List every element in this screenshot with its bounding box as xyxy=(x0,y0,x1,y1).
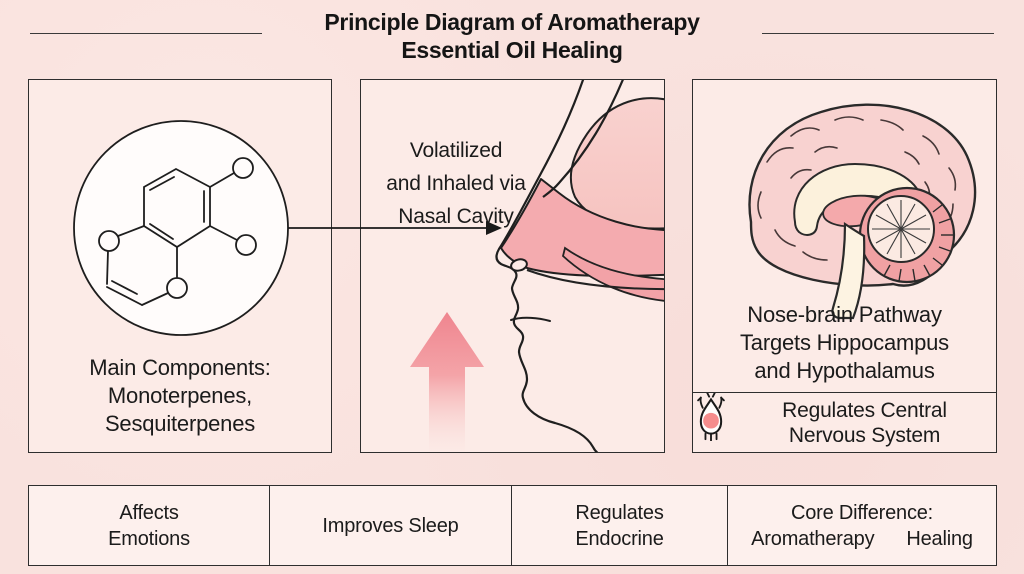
neuron-icon xyxy=(697,393,725,441)
inhalation-label: Volatilized and Inhaled via Nasal Cavity xyxy=(363,134,549,233)
page-title-line2: Essential Oil Healing xyxy=(401,37,623,63)
footer-term-aromatherapy: Aromatherapy xyxy=(751,527,875,550)
cerebellum-ridges xyxy=(883,204,953,282)
brain-illustration xyxy=(748,103,977,320)
face-outline xyxy=(495,80,599,452)
caption-line: Monoterpenes, xyxy=(107,383,253,408)
palate-line xyxy=(526,269,664,291)
nostril xyxy=(510,258,528,272)
caption-line: Nose-brain Pathway xyxy=(747,302,942,327)
footer-line: Emotions xyxy=(108,527,190,550)
footer-cell-core-difference: Core Difference: Aromatherapy Healing xyxy=(728,486,996,565)
caption-line: and Hypothalamus xyxy=(754,358,935,383)
footer-term-healing: Healing xyxy=(906,527,973,550)
footer-line: Regulates xyxy=(575,501,664,524)
caption-line: Nervous System xyxy=(788,424,941,447)
panel-brain-pathway: Nose-brain Pathway Targets Hippocampus a… xyxy=(692,79,997,453)
footer-line: Improves Sleep xyxy=(322,514,459,537)
cerebellum-folia xyxy=(872,200,930,258)
footer-line: Core Difference: xyxy=(790,501,934,524)
molecule-structure-illustration xyxy=(73,120,289,336)
benefits-bar: Affects Emotions Improves Sleep Regulate… xyxy=(28,485,997,566)
title-rule-right xyxy=(762,33,994,34)
caption-line: Targets Hippocampus xyxy=(740,330,949,355)
caption-line: Regulates Central xyxy=(782,399,947,422)
main-components-caption: Main Components: Monoterpenes, Sesquiter… xyxy=(29,354,331,438)
footer-cell-affects-emotions: Affects Emotions xyxy=(29,486,270,565)
caption-line: Main Components: xyxy=(89,355,271,380)
brainstem xyxy=(831,221,866,320)
footer-line: Aromatherapy Healing xyxy=(751,526,973,552)
nasopharynx-shape xyxy=(561,246,664,302)
footer-cell-regulates-endocrine: Regulates Endocrine xyxy=(512,486,728,565)
face-profile-illustration xyxy=(410,80,664,452)
title-rule-left xyxy=(30,33,262,34)
label-line: Nasal Cavity xyxy=(398,205,514,228)
nasal-cavity-shape xyxy=(500,178,664,277)
panel-nasal-inhalation: Volatilized and Inhaled via Nasal Cavity xyxy=(360,79,665,453)
label-line: Volatilized xyxy=(409,139,503,162)
mouth-line xyxy=(510,316,551,322)
footer-line: Affects xyxy=(119,501,179,524)
brain-gyri xyxy=(757,116,957,261)
panel-main-components: Main Components: Monoterpenes, Sesquiter… xyxy=(28,79,332,453)
cns-caption: Regulates Central Nervous System xyxy=(733,398,996,448)
flow-arrow-icon xyxy=(288,221,502,235)
skull-line xyxy=(542,80,624,198)
footer-line: Endocrine xyxy=(575,527,664,550)
cns-sub-panel: Regulates Central Nervous System xyxy=(693,392,996,452)
page-title: Principle Diagram of Aromatherapy Essent… xyxy=(0,8,1024,64)
molecule-icon xyxy=(98,157,257,306)
brain-pathway-caption: Nose-brain Pathway Targets Hippocampus a… xyxy=(693,301,996,385)
caption-line: Sesquiterpenes xyxy=(104,411,256,436)
molecule-circle xyxy=(73,120,289,336)
footer-cell-improves-sleep: Improves Sleep xyxy=(270,486,512,565)
vapor-arrow-icon xyxy=(410,312,484,452)
label-line: and Inhaled via xyxy=(386,172,526,195)
page-title-line1: Principle Diagram of Aromatherapy xyxy=(324,9,700,35)
